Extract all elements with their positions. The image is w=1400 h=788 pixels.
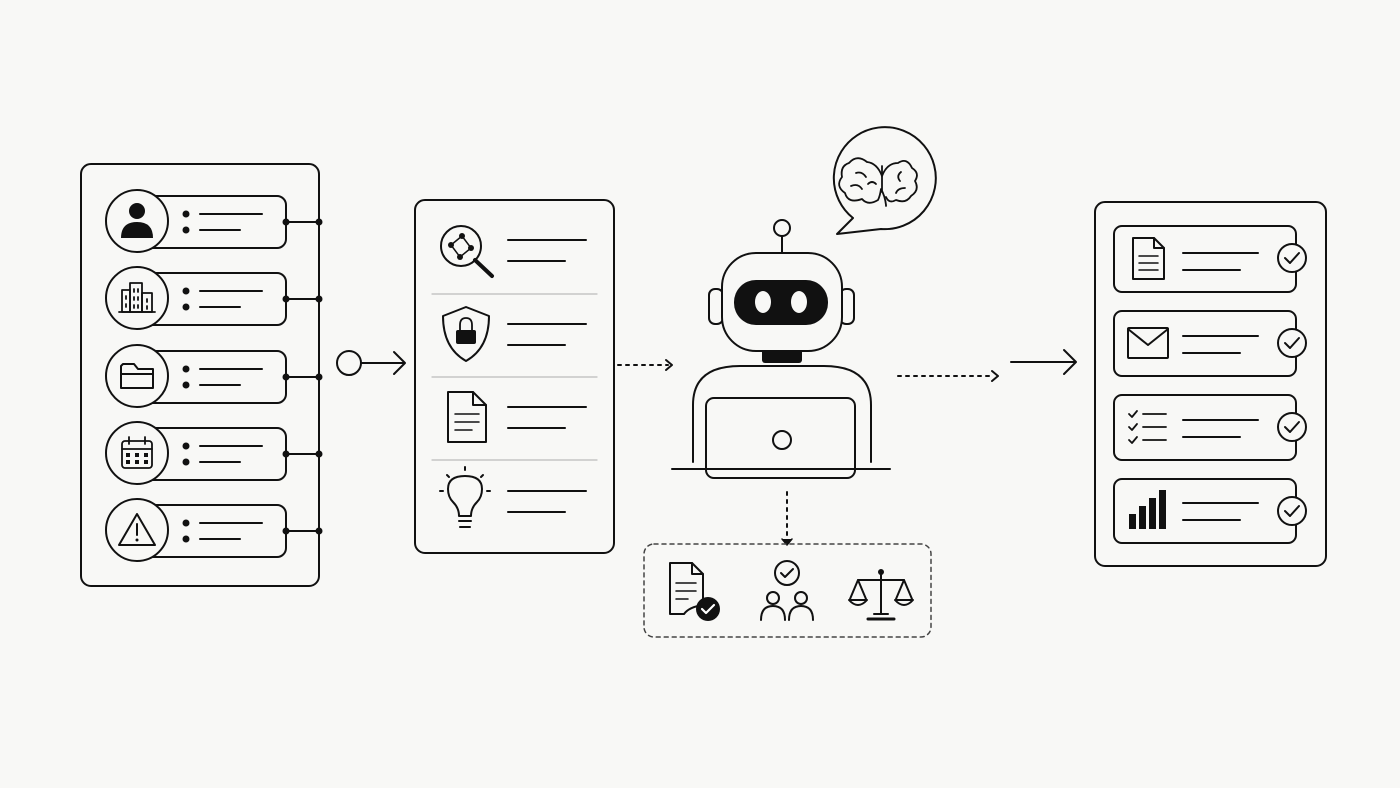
calendar-icon bbox=[121, 436, 153, 469]
thought-bubble bbox=[832, 126, 937, 235]
input-item-icon-circle bbox=[105, 189, 169, 253]
bullet-dot bbox=[182, 535, 190, 543]
arrow-start-node bbox=[336, 350, 362, 376]
bullet-dot bbox=[182, 226, 190, 234]
process-panel bbox=[414, 199, 615, 554]
team-approval-icon bbox=[760, 560, 814, 621]
output-item bbox=[1113, 225, 1307, 293]
warning-icon bbox=[118, 513, 156, 546]
bullet-dot bbox=[182, 519, 190, 527]
connector-dot bbox=[315, 450, 323, 458]
output-item-card bbox=[1113, 225, 1297, 293]
bullet-dot bbox=[182, 287, 190, 295]
bullet-dot bbox=[182, 442, 190, 450]
output-panel-frame bbox=[1094, 201, 1327, 567]
check-circle-icon bbox=[1277, 412, 1307, 442]
check-circle-icon bbox=[1277, 243, 1307, 273]
arrow-head bbox=[393, 351, 406, 375]
output-item bbox=[1113, 310, 1307, 377]
brain-icon bbox=[838, 157, 918, 207]
bullet-dot bbox=[182, 210, 190, 218]
output-item-card bbox=[1113, 394, 1297, 461]
input-item bbox=[105, 266, 323, 330]
input-item bbox=[105, 498, 323, 562]
input-panel bbox=[80, 163, 323, 587]
output-item bbox=[1113, 394, 1307, 461]
building-icon bbox=[118, 282, 156, 313]
bullet-dot bbox=[182, 365, 190, 373]
connector-dot bbox=[315, 295, 323, 303]
output-item-card bbox=[1113, 310, 1297, 377]
output-panel bbox=[1094, 201, 1327, 567]
mail-icon bbox=[1127, 327, 1169, 359]
folder-icon bbox=[120, 363, 154, 389]
arrow-head bbox=[665, 359, 673, 371]
laptop-logo bbox=[772, 430, 792, 450]
output-arrow bbox=[1010, 349, 1077, 375]
input-item bbox=[105, 344, 323, 408]
arrow-head bbox=[781, 538, 793, 546]
agent-to-output-arrow bbox=[897, 370, 999, 382]
agent-to-governance-arrow bbox=[781, 491, 793, 546]
connector-dot bbox=[282, 218, 290, 226]
connector-dot bbox=[315, 527, 323, 535]
arrow-head bbox=[991, 370, 999, 382]
laptop-screen bbox=[705, 397, 856, 479]
document-check-icon bbox=[669, 562, 720, 621]
antenna-tip bbox=[773, 219, 791, 237]
robot-visor bbox=[734, 280, 828, 325]
input-to-process-arrow bbox=[336, 350, 406, 376]
check-circle-icon bbox=[1277, 496, 1307, 526]
input-item-icon-circle bbox=[105, 344, 169, 408]
person-icon bbox=[121, 203, 153, 238]
bullet-dot bbox=[182, 303, 190, 311]
connector-dot bbox=[282, 450, 290, 458]
process-panel-frame bbox=[414, 199, 615, 554]
report-document-icon bbox=[1132, 237, 1165, 280]
checklist-icon bbox=[1128, 410, 1167, 444]
network-search-icon bbox=[440, 225, 494, 278]
lightbulb-icon bbox=[439, 466, 491, 528]
bullet-dot bbox=[182, 458, 190, 466]
check-circle-icon bbox=[1277, 328, 1307, 358]
robot-body bbox=[692, 365, 872, 463]
bullet-dot bbox=[182, 381, 190, 389]
governance-box bbox=[643, 543, 932, 638]
arrow-head bbox=[1063, 349, 1077, 375]
connector-dot bbox=[315, 373, 323, 381]
connector-dot bbox=[282, 527, 290, 535]
input-item bbox=[105, 421, 323, 485]
input-item-icon-circle bbox=[105, 266, 169, 330]
bar-chart-icon bbox=[1129, 490, 1166, 529]
document-icon bbox=[447, 391, 487, 443]
robot-laptop-icon bbox=[671, 219, 891, 479]
connector-dot bbox=[315, 218, 323, 226]
connector-dot bbox=[282, 295, 290, 303]
output-item bbox=[1113, 478, 1307, 544]
scales-icon bbox=[848, 569, 914, 621]
input-item bbox=[105, 189, 323, 253]
connector-dot bbox=[282, 373, 290, 381]
governance-frame bbox=[643, 543, 932, 638]
shield-lock-icon bbox=[442, 306, 490, 362]
process-to-agent-arrow bbox=[617, 359, 673, 371]
